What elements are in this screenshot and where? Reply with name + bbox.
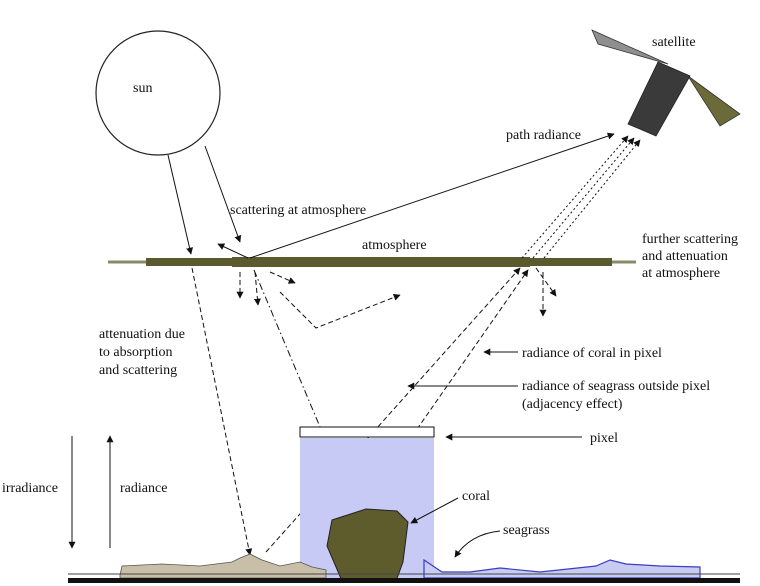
ray-to-coral — [253, 269, 353, 504]
label-radiance-coral-pixel: radiance of coral in pixel — [522, 346, 662, 361]
label-radiance: radiance — [120, 481, 167, 496]
seagrass-terrain — [423, 558, 701, 579]
label-further-scattering-2: and attenuation — [642, 249, 728, 264]
label-coral: coral — [462, 489, 490, 504]
label-sun: sun — [133, 81, 152, 96]
satellite-panel-right — [687, 75, 741, 127]
label-pixel: pixel — [590, 431, 618, 446]
label-attenuation-1: attenuation due — [99, 327, 185, 342]
irradiance-to-seafloor — [191, 267, 253, 556]
label-further-scattering-1: further scattering — [642, 232, 738, 247]
label-atmosphere: atmosphere — [362, 238, 427, 253]
sun-ray-right — [204, 145, 242, 243]
satellite-ray-3 — [543, 139, 641, 259]
pointer-seagrass — [454, 530, 501, 558]
label-satellite: satellite — [652, 35, 696, 50]
atmosphere-band-thick — [232, 257, 530, 267]
label-radiance-seagrass-outside-1: radiance of seagrass outside pixel — [522, 379, 710, 394]
sun-ray-left — [167, 154, 193, 255]
label-attenuation-3: and scattering — [99, 363, 177, 378]
path-radiance-arrow — [249, 132, 615, 259]
label-radiance-seagrass-outside-2: (adjacency effect) — [522, 397, 623, 412]
satellite-ray-2 — [532, 137, 635, 259]
satellite-panel-left — [591, 29, 669, 65]
seafloor-line — [68, 578, 740, 583]
scatter-back-arrow — [217, 243, 249, 259]
satellite-icon — [591, 29, 741, 137]
coral-shape — [326, 508, 409, 582]
sun-circle — [95, 30, 221, 156]
scattering-arrows — [236, 267, 557, 329]
pixel-box — [299, 426, 435, 438]
sand-terrain — [119, 553, 327, 579]
satellite-ray-1 — [521, 135, 629, 259]
pointer-coral — [410, 497, 459, 524]
label-irradiance: irradiance — [2, 481, 58, 496]
label-further-scattering-3: at atmosphere — [642, 266, 720, 281]
label-scattering-at-atmosphere: scattering at atmosphere — [230, 203, 366, 218]
label-path-radiance: path radiance — [506, 128, 581, 143]
label-seagrass: seagrass — [503, 523, 550, 538]
satellite-body — [627, 61, 691, 137]
label-attenuation-2: to absorption — [99, 345, 173, 360]
